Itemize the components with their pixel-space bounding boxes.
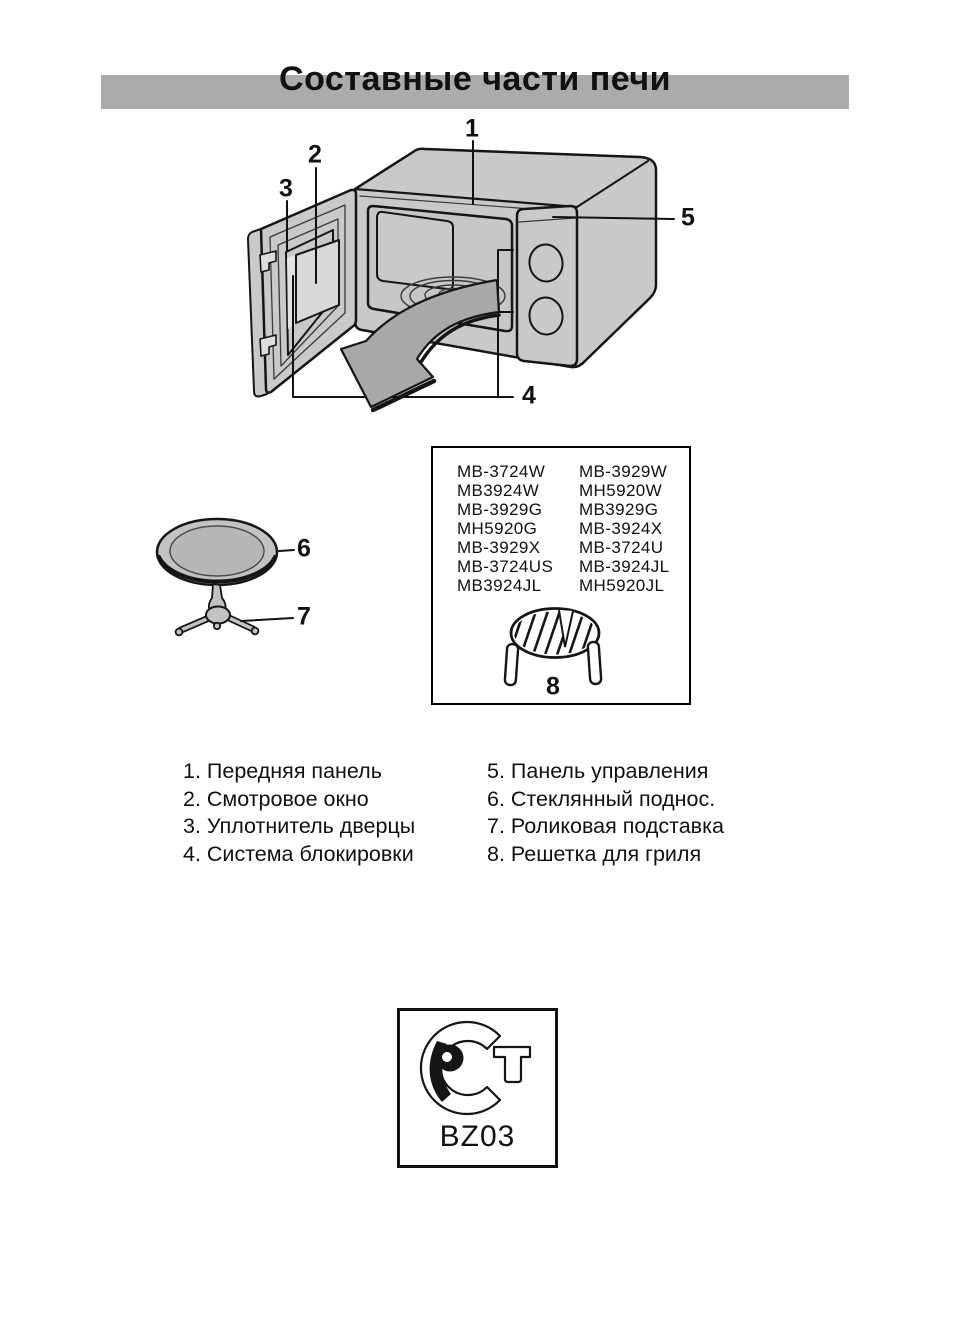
part-item: 2. Смотровое окно [183,786,369,811]
pct-certification-mark [419,1020,532,1116]
door-window-strip [287,254,296,329]
part-item: 7. Роликовая подставка [487,814,724,838]
model-number: MB-3929W [579,462,668,481]
part-item: 5. Панель управления [487,759,709,783]
open-arrow-body [339,278,501,409]
part-item: 4. Система блокировки [183,841,414,866]
control-panel [515,204,579,368]
roller-wheel-front [212,621,222,631]
roller-hub [205,605,231,625]
part-item: 3. Уплотнитель дверцы [183,814,416,838]
certification-box [397,1008,558,1168]
model-number: MH5920JL [579,576,665,595]
glass-tray-inner [169,525,265,577]
callout-line-5 [552,216,675,220]
open-arrow-shadow-band [419,313,501,364]
pct-letter-t [492,1045,532,1084]
model-number: MB-3724U [579,538,664,557]
glass-tray-rim-shade [157,555,277,584]
model-number: MB-3924X [579,519,663,538]
model-list-column-1: MB-3724W MB3924W MB-3929G MH5920G MB-392… [457,462,553,595]
power-knob [528,296,564,336]
model-number: MB-3724W [457,462,546,481]
timer-knob [528,243,564,283]
grill-leg-right [586,640,603,686]
callout-label-4: 4 [522,381,536,410]
model-number: MB-3724US [457,557,554,576]
oven-right-top-edge [576,160,649,208]
model-number: MB-3924JL [579,557,670,576]
grill-rack-figure [503,607,603,687]
pct-letter-r-hole [442,1052,452,1062]
title-bar [101,75,849,109]
model-number: MB3924W [457,481,540,500]
certification-code: BZ03 [439,1120,516,1153]
model-number: MB-3929X [457,538,541,557]
roller-wheel-right [250,626,260,636]
callout-label-2: 2 [308,140,322,169]
open-arrow-shadow-head [370,378,437,413]
roller-wheel-left [174,627,184,637]
page-title: Составные части печи [279,60,671,98]
oven-top-edge [353,187,579,209]
model-list-box [431,446,691,705]
roller-stand [174,582,260,637]
callout-label-7: 7 [297,602,311,631]
door-window [295,239,340,324]
grill-handle-notch [558,609,574,648]
callout-label-1: 1 [465,114,479,143]
open-arrow [339,278,501,413]
model-number: MB-3929G [457,500,543,519]
glass-tray-figure [155,517,295,637]
model-number: MH5920W [579,481,663,500]
control-panel-top-line [518,217,576,223]
callout-label-8: 8 [546,672,560,701]
roller-leg-left-fill [179,616,211,632]
model-list-column-2: MB-3929W MH5920W MB3929G MB-3924X MB-372… [579,462,670,595]
part-item: 8. Решетка для гриля [487,841,702,866]
grill-leg-left [503,642,520,687]
callout-line-4 [292,249,514,398]
microwave-figure [247,140,675,413]
model-number: MB3929G [579,500,659,519]
door-latch-bottom [259,334,277,357]
door-latch-top [259,250,277,273]
callout-lines [286,140,675,398]
parts-list-left: 1. Передняя панель 2. Смотровое окно 3. … [183,758,415,868]
roller-leg-right-fill [225,615,255,631]
part-item: 6. Стеклянный поднос. [487,786,716,811]
callout-line-6 [278,549,295,552]
model-number: MB3924JL [457,576,542,595]
model-number: MH5920G [457,519,538,538]
callout-label-3: 3 [279,174,293,203]
oven-door [247,188,358,398]
callout-label-6: 6 [297,534,311,563]
parts-list-right: 5. Панель управления 6. Стеклянный подно… [487,758,724,868]
part-item: 1. Передняя панель [183,759,382,783]
callout-label-5: 5 [681,203,695,232]
pct-letter-r-stem [429,1041,451,1102]
callout-line-7 [240,617,294,622]
door-seal-line-outer [269,204,346,380]
